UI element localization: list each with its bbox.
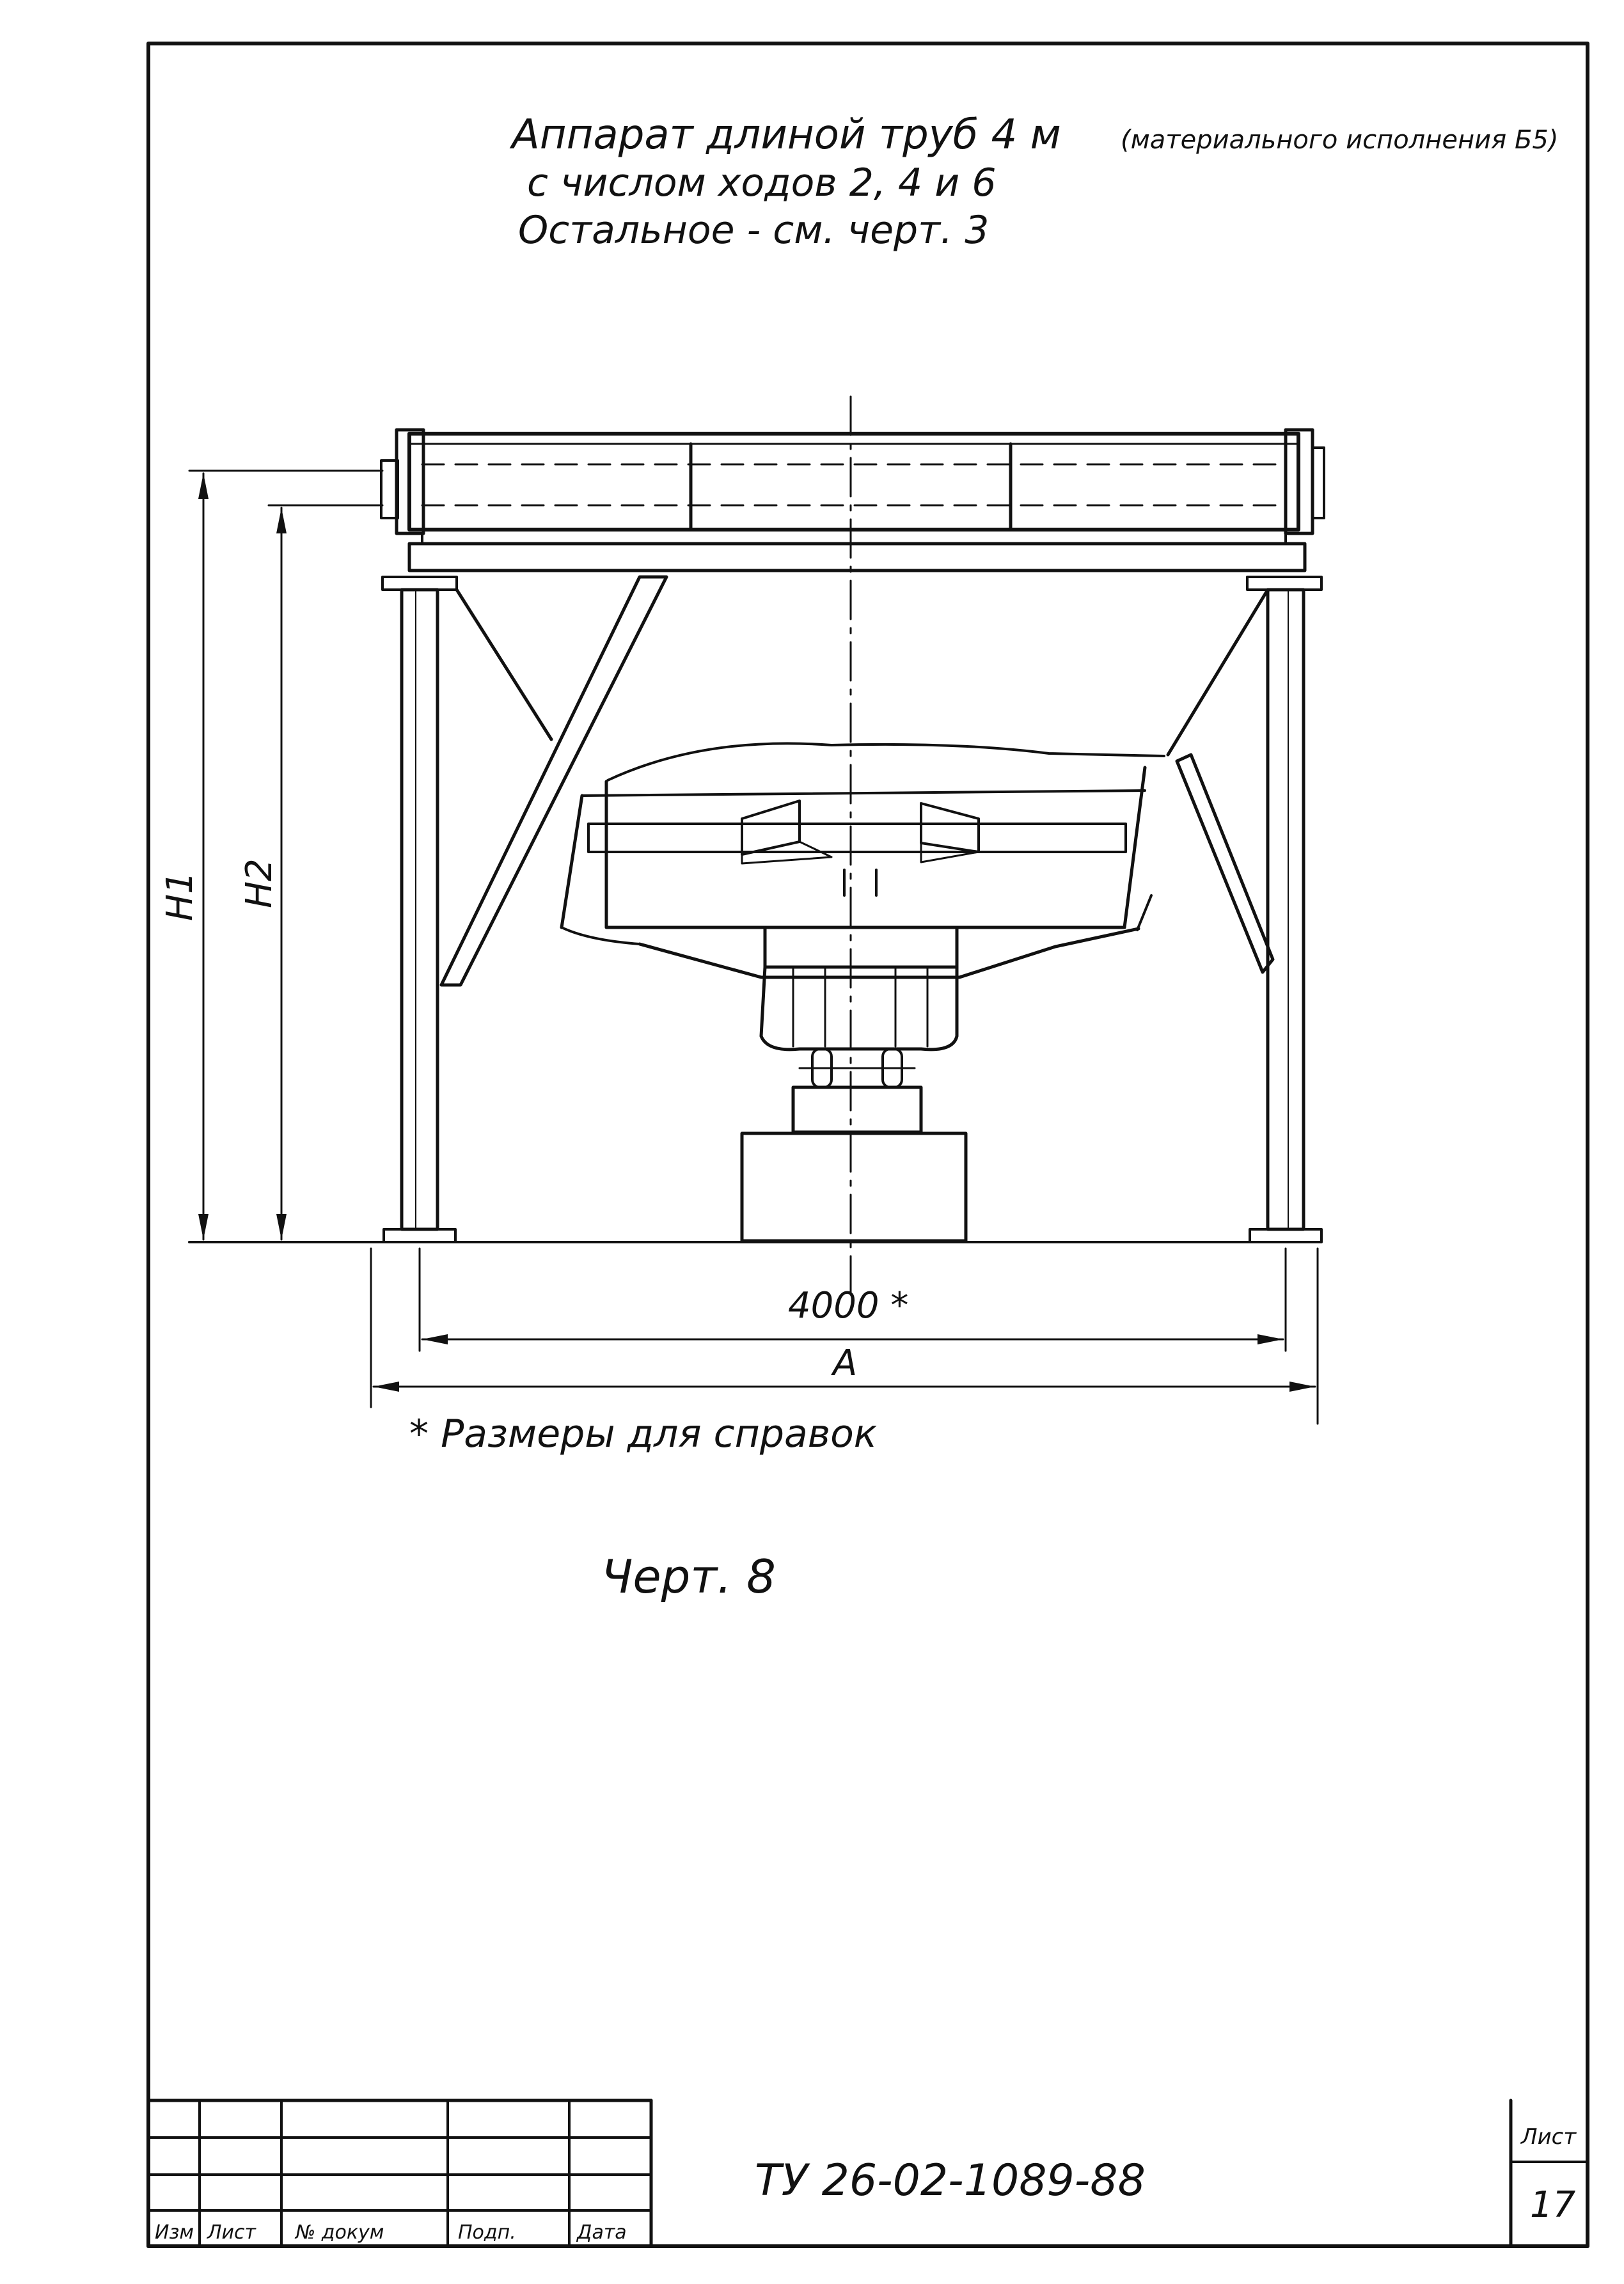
fan-blades	[587, 799, 1127, 897]
dim-h1-label: H1	[159, 871, 201, 921]
sheet-number: 17	[1530, 2184, 1576, 2226]
title-block: Изм Лист № докум Подп. Дата ТУ 26-02-108…	[146, 2099, 1589, 2248]
fan-drive	[740, 925, 968, 1243]
figure-label: Черт. 8	[601, 1550, 776, 1603]
dimensions: H1 H2 4000 * A	[159, 469, 1319, 1425]
col-izm: Изм	[155, 2221, 194, 2244]
dim-h2-label: H2	[239, 858, 280, 908]
col-doc-number: № докум	[294, 2221, 384, 2244]
col-signature: Подп.	[458, 2221, 516, 2244]
sheet-frame	[146, 42, 1589, 2248]
frame-beam	[407, 542, 1307, 572]
right-brace	[1175, 753, 1275, 974]
fan-hood	[455, 588, 1270, 782]
left-brace	[439, 575, 668, 987]
document-designation: ТУ 26-02-1089-88	[755, 2155, 1146, 2206]
col-date: Дата	[576, 2221, 627, 2244]
dim-4000-label: 4000 *	[788, 1285, 908, 1327]
sheet-label: Лист	[1520, 2124, 1577, 2150]
left-column	[382, 588, 457, 1243]
col-list: Лист	[207, 2221, 257, 2244]
footnote: * Размеры для справок	[409, 1412, 877, 1456]
header-line2: с числом ходов 2, 4 и 6	[527, 161, 997, 205]
header-line1: Аппарат длиной труб 4 м	[509, 111, 1061, 159]
tube-bundle	[380, 428, 1325, 535]
fan-ring	[560, 766, 1153, 979]
header-line1-note: (материального исполнения Б5)	[1121, 125, 1558, 155]
dim-a-label: A	[831, 1343, 857, 1384]
apparatus-drawing	[188, 395, 1325, 1293]
header-line3: Остальное - см. черт. 3	[518, 208, 989, 253]
right-column	[1249, 588, 1323, 1243]
